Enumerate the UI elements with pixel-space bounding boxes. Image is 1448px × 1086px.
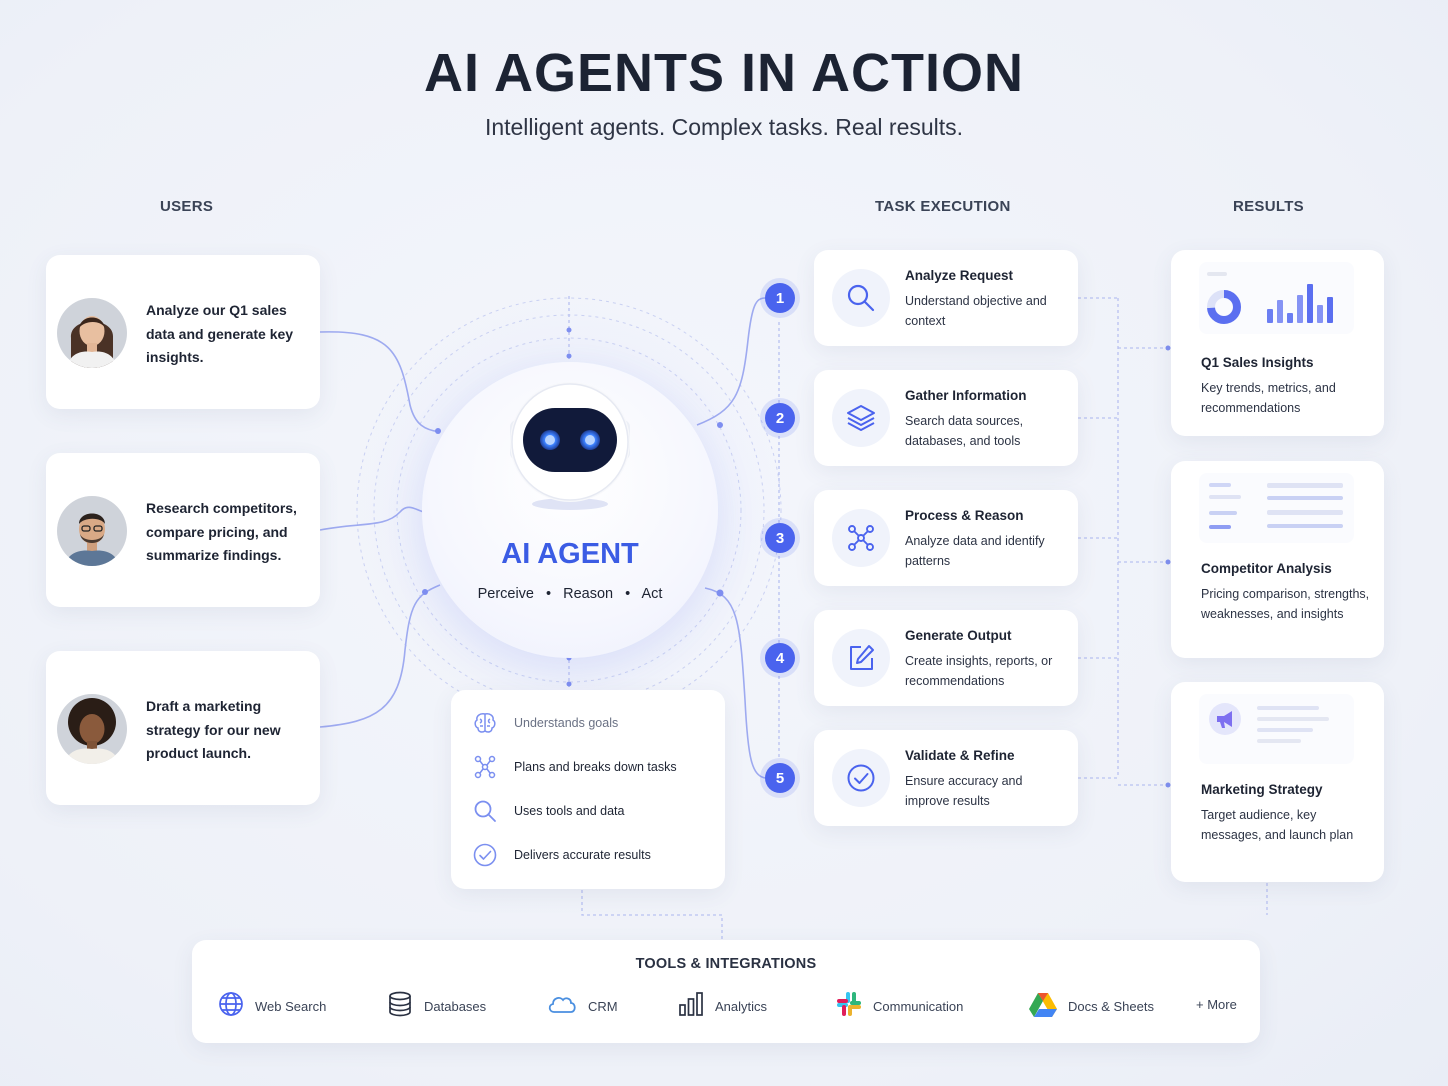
step-title: Generate Output xyxy=(905,628,1012,643)
user-request-card[interactable]: Analyze our Q1 sales data and generate k… xyxy=(46,255,320,409)
agent-tagline: Perceive • Reason • Act xyxy=(422,586,718,602)
result-title: Marketing Strategy xyxy=(1201,782,1323,797)
step-number-badge: 4 xyxy=(765,643,795,673)
layers-icon xyxy=(832,389,890,447)
capability-item: Plans and breaks down tasks xyxy=(469,754,677,780)
user-connectors xyxy=(319,297,766,779)
globe-icon xyxy=(217,990,245,1023)
step-card-generate-output[interactable]: Generate Output Create insights, reports… xyxy=(814,610,1078,706)
tool-more-link[interactable]: + More xyxy=(1186,997,1237,1012)
result-title: Q1 Sales Insights xyxy=(1201,355,1314,370)
capability-item: Understands goals xyxy=(469,710,618,736)
step-title: Analyze Request xyxy=(905,268,1014,283)
user-request-text: Analyze our Q1 sales data and generate k… xyxy=(146,302,294,365)
tagline-reason: Reason xyxy=(563,586,614,602)
tool-label: + More xyxy=(1196,997,1237,1012)
step-number-badge: 5 xyxy=(765,763,795,793)
step-card-analyze-request[interactable]: Analyze Request Understand objective and… xyxy=(814,250,1078,346)
search-icon xyxy=(832,269,890,327)
ai-agent-hub[interactable]: AI AGENT Perceive • Reason • Act xyxy=(422,362,718,658)
cloud-icon xyxy=(546,990,578,1023)
tool-analytics[interactable]: Analytics xyxy=(677,990,767,1023)
result-description: Key trends, metrics, and recommendations xyxy=(1201,381,1336,415)
tool-communication[interactable]: Communication xyxy=(835,990,963,1023)
tools-integrations-panel: TOOLS & INTEGRATIONS xyxy=(192,940,1260,1043)
nodes-icon xyxy=(469,754,501,780)
page-title: AI AGENTS IN ACTION xyxy=(423,43,1024,103)
tool-label: CRM xyxy=(588,999,618,1014)
result-card-marketing-strategy[interactable]: Marketing Strategy Target audience, key … xyxy=(1171,682,1384,882)
capability-item: Uses tools and data xyxy=(469,798,625,824)
capability-item: Delivers accurate results xyxy=(469,842,651,868)
capability-label: Uses tools and data xyxy=(514,804,625,818)
tool-databases[interactable]: Databases xyxy=(386,990,486,1023)
step-description: Understand objective and context xyxy=(905,294,1047,328)
page-subtitle: Intelligent agents. Complex tasks. Real … xyxy=(484,114,964,140)
database-icon xyxy=(386,990,414,1023)
step-card-gather-information[interactable]: Gather Information Search data sources, … xyxy=(814,370,1078,466)
tools-heading: TOOLS & INTEGRATIONS xyxy=(635,956,817,972)
sales-chart-thumbnail xyxy=(1199,262,1354,334)
avatar xyxy=(57,298,127,368)
slack-icon xyxy=(835,990,863,1023)
step-number-badge: 3 xyxy=(765,523,795,553)
tool-label: Analytics xyxy=(715,999,768,1014)
network-icon xyxy=(832,509,890,567)
tool-label: Web Search xyxy=(255,999,327,1014)
avatar xyxy=(57,694,127,764)
step-card-validate-refine[interactable]: Validate & Refine Ensure accuracy and im… xyxy=(814,730,1078,826)
tool-label: Databases xyxy=(424,999,487,1014)
tagline-separator: • xyxy=(625,586,631,602)
user-request-text: Draft a marketing strategy for our new p… xyxy=(146,698,281,761)
step-description: Ensure accuracy and improve results xyxy=(905,774,1023,808)
step-description: Analyze data and identify patterns xyxy=(905,534,1045,568)
step-title: Process & Reason xyxy=(905,508,1024,523)
check-circle-icon xyxy=(469,842,501,868)
edit-icon xyxy=(832,629,890,687)
tagline-perceive: Perceive xyxy=(477,586,534,602)
tool-crm[interactable]: CRM xyxy=(546,990,618,1023)
result-title: Competitor Analysis xyxy=(1201,561,1332,576)
tool-web-search[interactable]: Web Search xyxy=(217,990,326,1023)
user-request-text: Research competitors, compare pricing, a… xyxy=(146,500,297,563)
tool-label: Docs & Sheets xyxy=(1068,999,1154,1014)
step-title: Validate & Refine xyxy=(905,748,1015,763)
users-heading: USERS xyxy=(160,198,214,215)
result-description: Pricing comparison, strengths, weaknesse… xyxy=(1201,587,1370,621)
step-description: Create insights, reports, or recommendat… xyxy=(905,654,1053,688)
magnifier-icon xyxy=(469,798,501,824)
bar-chart-icon xyxy=(677,990,705,1023)
step-card-process-reason[interactable]: Process & Reason Analyze data and identi… xyxy=(814,490,1078,586)
tool-label: Communication xyxy=(873,999,964,1014)
check-icon xyxy=(832,749,890,807)
marketing-thumbnail xyxy=(1199,694,1354,764)
tagline-separator: • xyxy=(546,586,552,602)
tool-docs-sheets[interactable]: Docs & Sheets xyxy=(1028,990,1154,1023)
user-request-card[interactable]: Research competitors, compare pricing, a… xyxy=(46,453,320,607)
comparison-table-thumbnail xyxy=(1199,473,1354,543)
result-description: Target audience, key messages, and launc… xyxy=(1201,808,1354,842)
capability-label: Plans and breaks down tasks xyxy=(514,760,677,774)
robot-icon xyxy=(510,380,630,512)
capability-label: Understands goals xyxy=(514,716,619,730)
tagline-act: Act xyxy=(641,586,663,602)
results-heading: RESULTS xyxy=(1233,198,1304,215)
task-execution-heading: TASK EXECUTION xyxy=(875,198,1011,215)
avatar xyxy=(57,496,127,566)
step-title: Gather Information xyxy=(905,388,1027,403)
step-description: Search data sources, databases, and tool… xyxy=(905,414,1024,448)
capability-label: Delivers accurate results xyxy=(514,848,651,862)
brain-icon xyxy=(469,710,501,736)
user-request-card[interactable]: Draft a marketing strategy for our new p… xyxy=(46,651,320,805)
agent-title: AI AGENT xyxy=(501,538,639,570)
step-number-badge: 1 xyxy=(765,283,795,313)
agent-capabilities-card: Understands goals Plans and breaks down … xyxy=(451,690,725,889)
result-card-q1-sales[interactable]: Q1 Sales Insights Key trends, metrics, a… xyxy=(1171,250,1384,436)
step-number-badge: 2 xyxy=(765,403,795,433)
drive-icon xyxy=(1028,990,1058,1023)
result-card-competitor-analysis[interactable]: Competitor Analysis Pricing comparison, … xyxy=(1171,461,1384,658)
